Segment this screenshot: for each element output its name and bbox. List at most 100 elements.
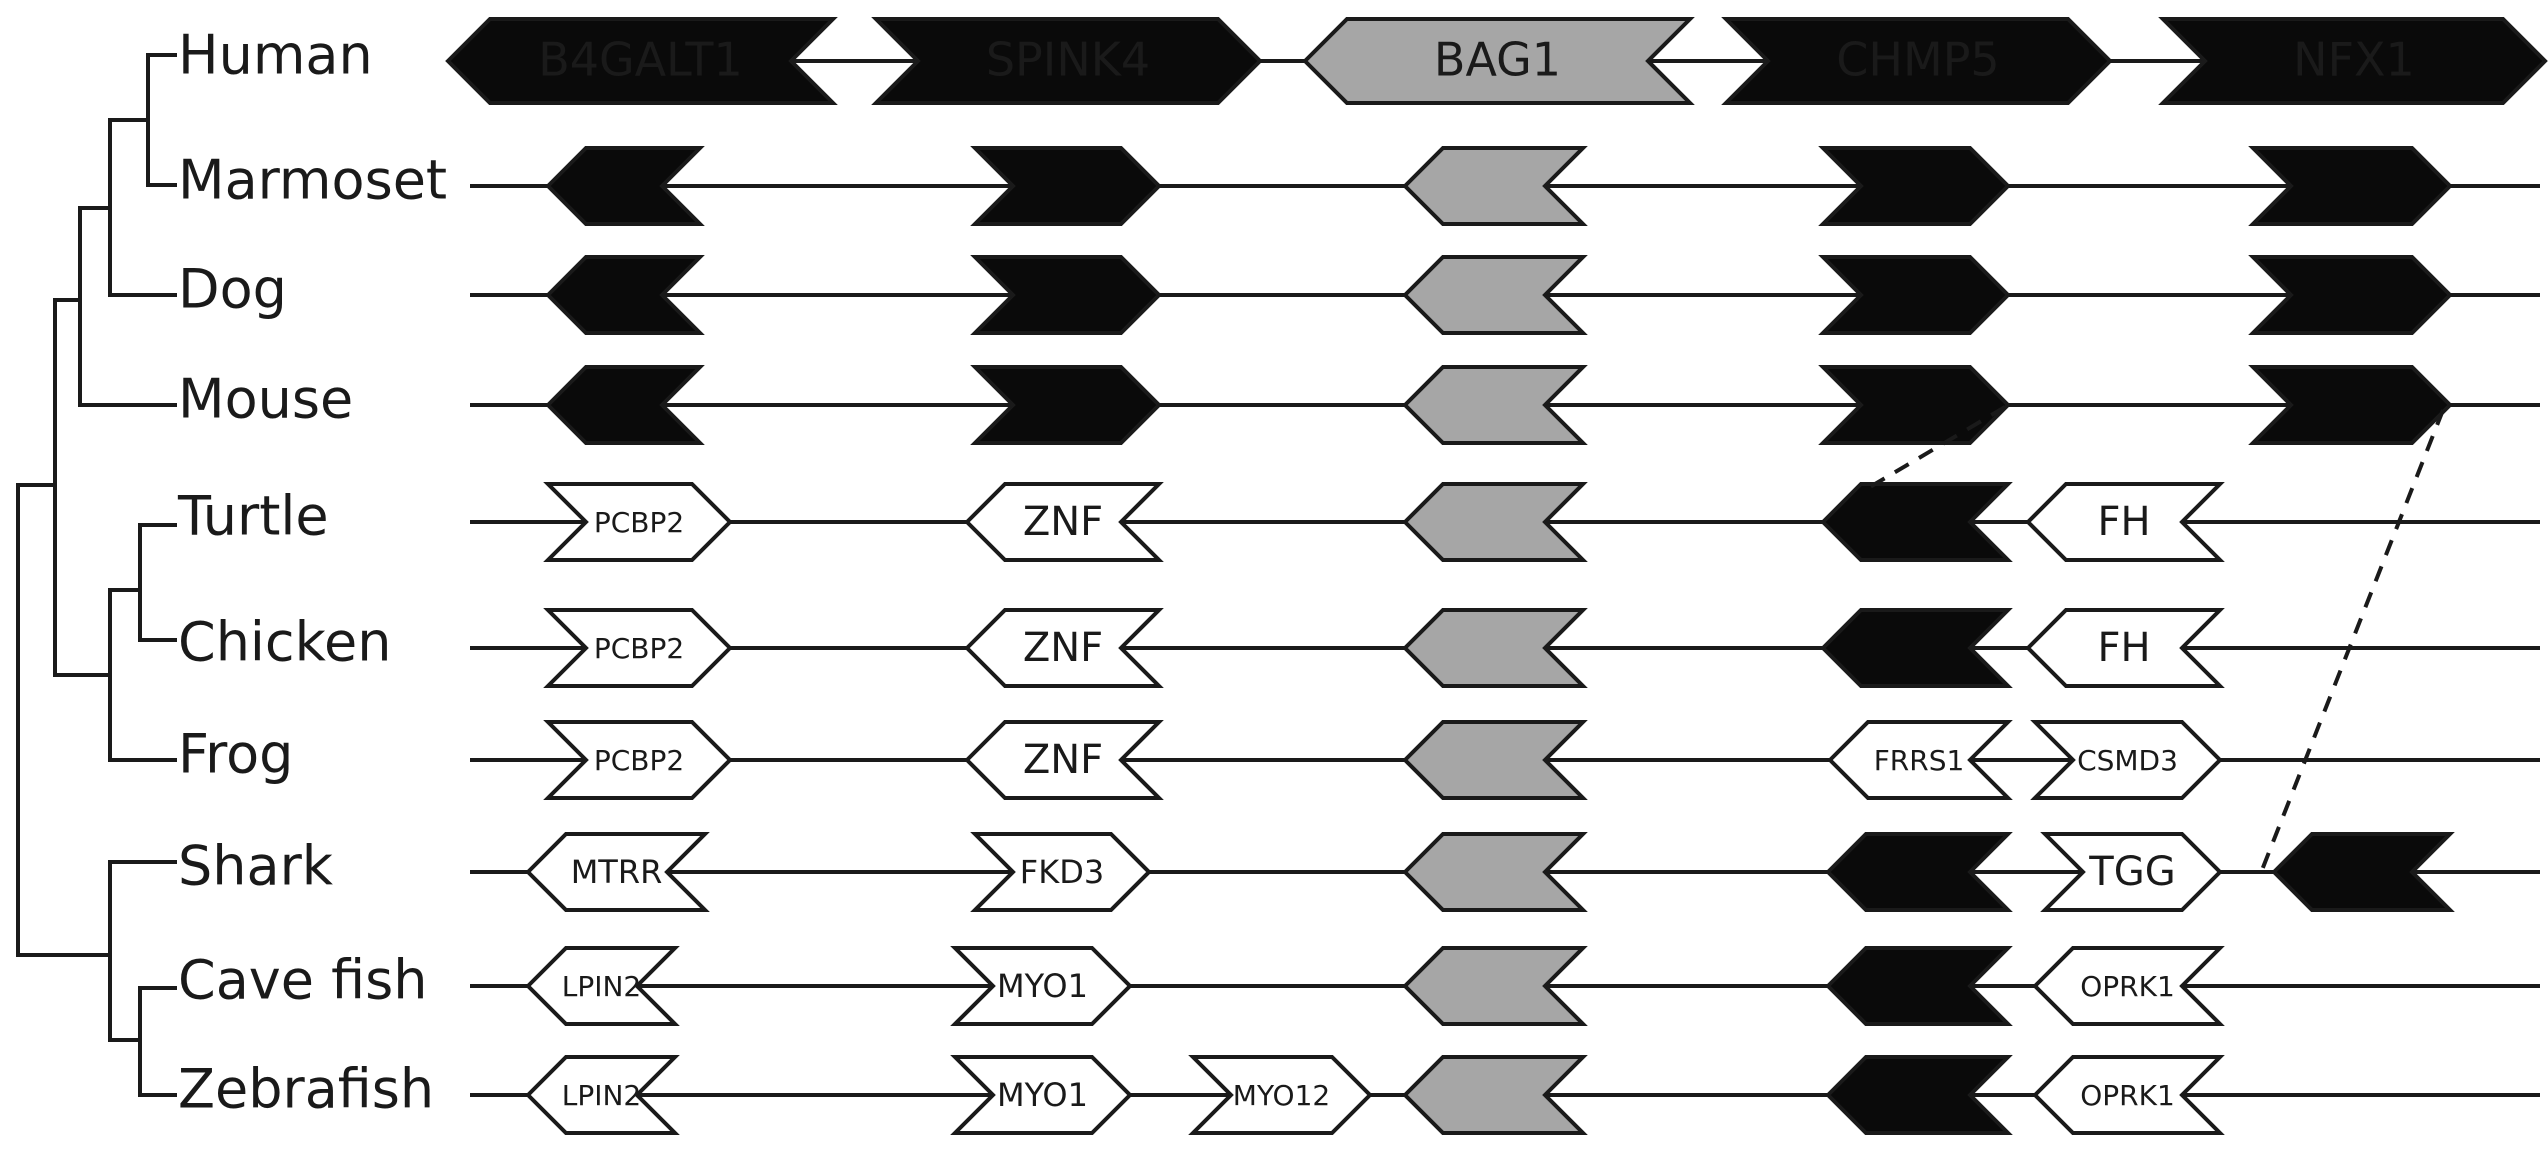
species-label-mouse: Mouse [178,368,353,431]
species-label-human: Human [178,24,373,87]
gene-arrow [1302,17,1695,105]
gene-znf: ZNF [964,482,1164,562]
gene-label: MYO1 [997,967,1088,1005]
gene-black-ortholog [1818,255,2011,335]
gene-arrow [964,720,1164,800]
gene-label: ZNF [1023,499,1103,545]
gene-pcbp2: PCBP2 [543,482,733,562]
track-marmoset [470,146,2540,226]
gene-grey-ortholog [1402,146,1588,226]
gene-label: FH [2097,499,2150,545]
gene-pcbp2: PCBP2 [543,720,733,800]
track-mouse [470,365,2540,445]
gene-arrow [1820,608,2013,688]
gene-label: OPRK1 [2080,1079,2175,1112]
gene-lpin2: LPIN2 [525,1055,680,1135]
species-label-marmoset: Marmoset [178,149,447,212]
gene-arrow [2032,1055,2225,1135]
gene-arrow [1402,720,1588,800]
gene-arrow [2248,365,2453,445]
gene-black-ortholog [2271,832,2455,912]
gene-black-ortholog [2248,146,2453,226]
gene-grey-ortholog [1402,255,1588,335]
gene-arrow [2271,832,2455,912]
gene-arrow [525,832,710,912]
gene-black-ortholog [970,255,1162,335]
gene-fkd3: FKD3 [970,832,1152,912]
gene-label: LPIN2 [562,1079,642,1112]
gene-black-ortholog [1825,832,2013,912]
gene-black-ortholog [1825,946,2013,1026]
gene-mtrr: MTRR [525,832,710,912]
gene-arrow [871,17,1263,105]
gene-bag1: BAG1 [1302,17,1695,105]
gene-black-ortholog [2248,255,2453,335]
gene-black-ortholog [1818,365,2011,445]
gene-arrow [2040,832,2223,912]
gene-arrow [543,482,733,562]
gene-black-ortholog [970,365,1162,445]
species-label-chicken: Chicken [178,611,391,674]
species-label-cave-fish: Cave fish [178,949,428,1012]
gene-black-ortholog [1825,1055,2013,1135]
track-zebrafish: LPIN2 MYO1 MYO12 OPRK1 [470,1055,2540,1135]
species-label-dog: Dog [178,258,287,321]
gene-label: FRRS1 [1874,744,1965,777]
track-turtle: PCBP2 ZNF FH [470,482,2540,562]
gene-label: ZNF [1023,737,1103,783]
gene-spink4: SPINK4 [871,17,1263,105]
gene-znf: ZNF [964,720,1164,800]
gene-arrow [1825,1055,2013,1135]
gene-arrow [1402,832,1588,912]
gene-tgg: TGG [2040,832,2223,912]
phylogenetic-tree [16,53,177,1097]
gene-arrow [545,365,705,445]
gene-arrow [2030,720,2223,800]
gene-label: TGG [2088,849,2175,895]
gene-b4galt1: B4GALT1 [445,17,838,105]
gene-arrow [970,255,1162,335]
gene-arrow [970,832,1152,912]
gene-black-ortholog [545,146,705,226]
gene-oprk1: OPRK1 [2032,946,2225,1026]
gene-label: MYO1 [997,1076,1088,1114]
ortholog-dashed-link [2260,409,2445,871]
gene-myo1: MYO1 [950,946,1133,1026]
species-label-turtle: Turtle [177,485,329,548]
gene-label: FH [2097,625,2150,671]
gene-arrow [1818,255,2011,335]
gene-arrow [2158,17,2548,105]
gene-arrow [1402,946,1588,1026]
gene-arrow [2248,146,2453,226]
gene-label: NFX1 [2293,33,2415,87]
gene-arrow [1402,482,1588,562]
gene-nfx1: NFX1 [2158,17,2548,105]
gene-myo1: MYO1 [950,1055,1133,1135]
gene-arrow [545,146,705,226]
gene-label: PCBP2 [594,632,684,665]
gene-arrow [2248,255,2453,335]
gene-label: SPINK4 [986,33,1150,87]
gene-black-ortholog [1820,608,2013,688]
gene-myo12: MYO12 [1188,1055,1373,1135]
gene-label: B4GALT1 [538,33,743,87]
species-label-zebrafish: Zebrafish [178,1058,434,1121]
gene-grey-ortholog [1402,1055,1588,1135]
gene-arrow [2025,608,2225,688]
gene-arrow [543,720,733,800]
track-dog [470,255,2540,335]
gene-arrow [2025,482,2225,562]
gene-arrow [1827,720,2013,800]
gene-grey-ortholog [1402,365,1588,445]
gene-arrow [1188,1055,1373,1135]
gene-black-ortholog [970,146,1162,226]
gene-label: BAG1 [1434,33,1561,87]
gene-oprk1: OPRK1 [2032,1055,2225,1135]
species-labels: HumanMarmosetDogMouseTurtleChickenFrogSh… [177,24,447,1121]
gene-black-ortholog [545,255,705,335]
gene-grey-ortholog [1402,608,1588,688]
gene-black-ortholog [545,365,705,445]
